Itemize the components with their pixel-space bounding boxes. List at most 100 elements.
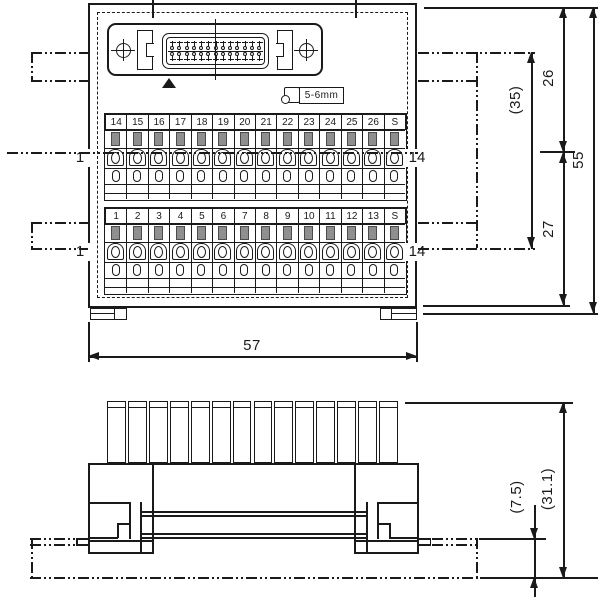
- line: [76, 538, 78, 545]
- wire-slot: [176, 170, 184, 182]
- clamp-tab: [304, 226, 314, 240]
- pin-contact: [177, 52, 182, 56]
- clamp-tab: [196, 226, 206, 240]
- connector-pin: [205, 42, 212, 43]
- fin-rim: [169, 407, 189, 408]
- line: [416, 322, 418, 362]
- cell-divider: [319, 130, 321, 199]
- connector-pin: [220, 42, 227, 43]
- screw-slot: [368, 246, 378, 258]
- pin-contact: [206, 52, 211, 56]
- arrowhead: [559, 141, 567, 152]
- wire-slot: [390, 170, 399, 182]
- terminal-fin: [107, 401, 126, 463]
- screw-slot: [346, 246, 356, 258]
- line: [389, 537, 419, 539]
- fin-rim: [379, 407, 398, 408]
- line: [31, 222, 33, 248]
- terminal-fin: [148, 401, 168, 463]
- line: [417, 463, 419, 554]
- line: [355, 540, 419, 542]
- terminal-number: 7: [233, 208, 256, 224]
- clamp-tab: [261, 226, 271, 240]
- line: [540, 151, 575, 153]
- connector-pin: [256, 59, 263, 60]
- line: [88, 552, 152, 554]
- line: [593, 7, 595, 314]
- dim-35-label: (35): [507, 85, 524, 115]
- line: [152, 463, 154, 554]
- fin-rim: [211, 407, 231, 408]
- line: [432, 538, 477, 540]
- terminal-fin: [379, 401, 398, 463]
- wire-slot: [240, 170, 249, 182]
- line: [418, 248, 538, 250]
- terminal-number: 8: [255, 208, 278, 224]
- connector-pin: [227, 42, 234, 43]
- terminal-fin: [169, 401, 189, 463]
- terminal-number: 23: [297, 114, 321, 130]
- line: [429, 538, 431, 545]
- cell-divider: [362, 130, 364, 199]
- screw-slot: [304, 246, 314, 258]
- screw-slot: [218, 246, 228, 258]
- line: [423, 313, 598, 315]
- fin-rim: [127, 407, 147, 408]
- fin-rim: [337, 407, 357, 408]
- line: [30, 538, 76, 540]
- wire-slot: [111, 170, 120, 182]
- fin-rim: [295, 407, 315, 408]
- line: [377, 523, 390, 525]
- pin-contact: [170, 52, 174, 56]
- line: [391, 308, 392, 320]
- wire-slot: [154, 170, 163, 182]
- terminal-number: S: [383, 208, 406, 224]
- connector-pin: [184, 59, 190, 60]
- connector-pin: [179, 41, 181, 50]
- connector-pin: [169, 42, 176, 43]
- line: [76, 544, 88, 546]
- clamp-tab: [218, 132, 228, 146]
- pin-contact: [235, 52, 240, 56]
- screw-slot: [132, 246, 142, 258]
- line: [141, 511, 366, 513]
- screw-slot: [239, 246, 249, 258]
- clamp-tab: [111, 132, 121, 146]
- wire-slot: [197, 264, 206, 276]
- terminal-number: 20: [233, 114, 256, 130]
- cell-divider: [340, 224, 342, 293]
- connector-pin: [172, 52, 173, 61]
- terminal-number: 16: [147, 114, 171, 130]
- connector-pin: [176, 42, 183, 43]
- line: [30, 544, 76, 546]
- terminal-number: 26: [362, 114, 385, 130]
- line: [31, 222, 88, 224]
- line: [30, 577, 480, 579]
- terminal-number: 10: [297, 208, 321, 224]
- clamp-tab: [325, 226, 335, 240]
- line: [531, 52, 533, 249]
- line: [534, 505, 536, 597]
- cell-divider: [212, 224, 214, 293]
- terminal-number: 18: [190, 114, 214, 130]
- terminal-number: 5: [190, 208, 214, 224]
- wire-slot: [197, 170, 206, 182]
- line: [418, 52, 538, 54]
- terminal-number: 4: [169, 208, 192, 224]
- wire-slot: [176, 264, 184, 276]
- connector-pin: [176, 59, 183, 60]
- connector-pin: [172, 41, 173, 50]
- connector-pin: [237, 41, 239, 50]
- dim-26-label: 26: [540, 69, 557, 87]
- connector-pin: [169, 59, 176, 60]
- terminal-fin: [253, 401, 273, 463]
- line: [141, 537, 366, 539]
- terminal-number: 12: [340, 208, 364, 224]
- connector-pin: [193, 52, 195, 61]
- line: [215, 19, 216, 80]
- pin-contact: [257, 52, 261, 56]
- cell-divider: [126, 224, 128, 293]
- connector-pin: [244, 52, 246, 61]
- screw-slot: [175, 246, 185, 258]
